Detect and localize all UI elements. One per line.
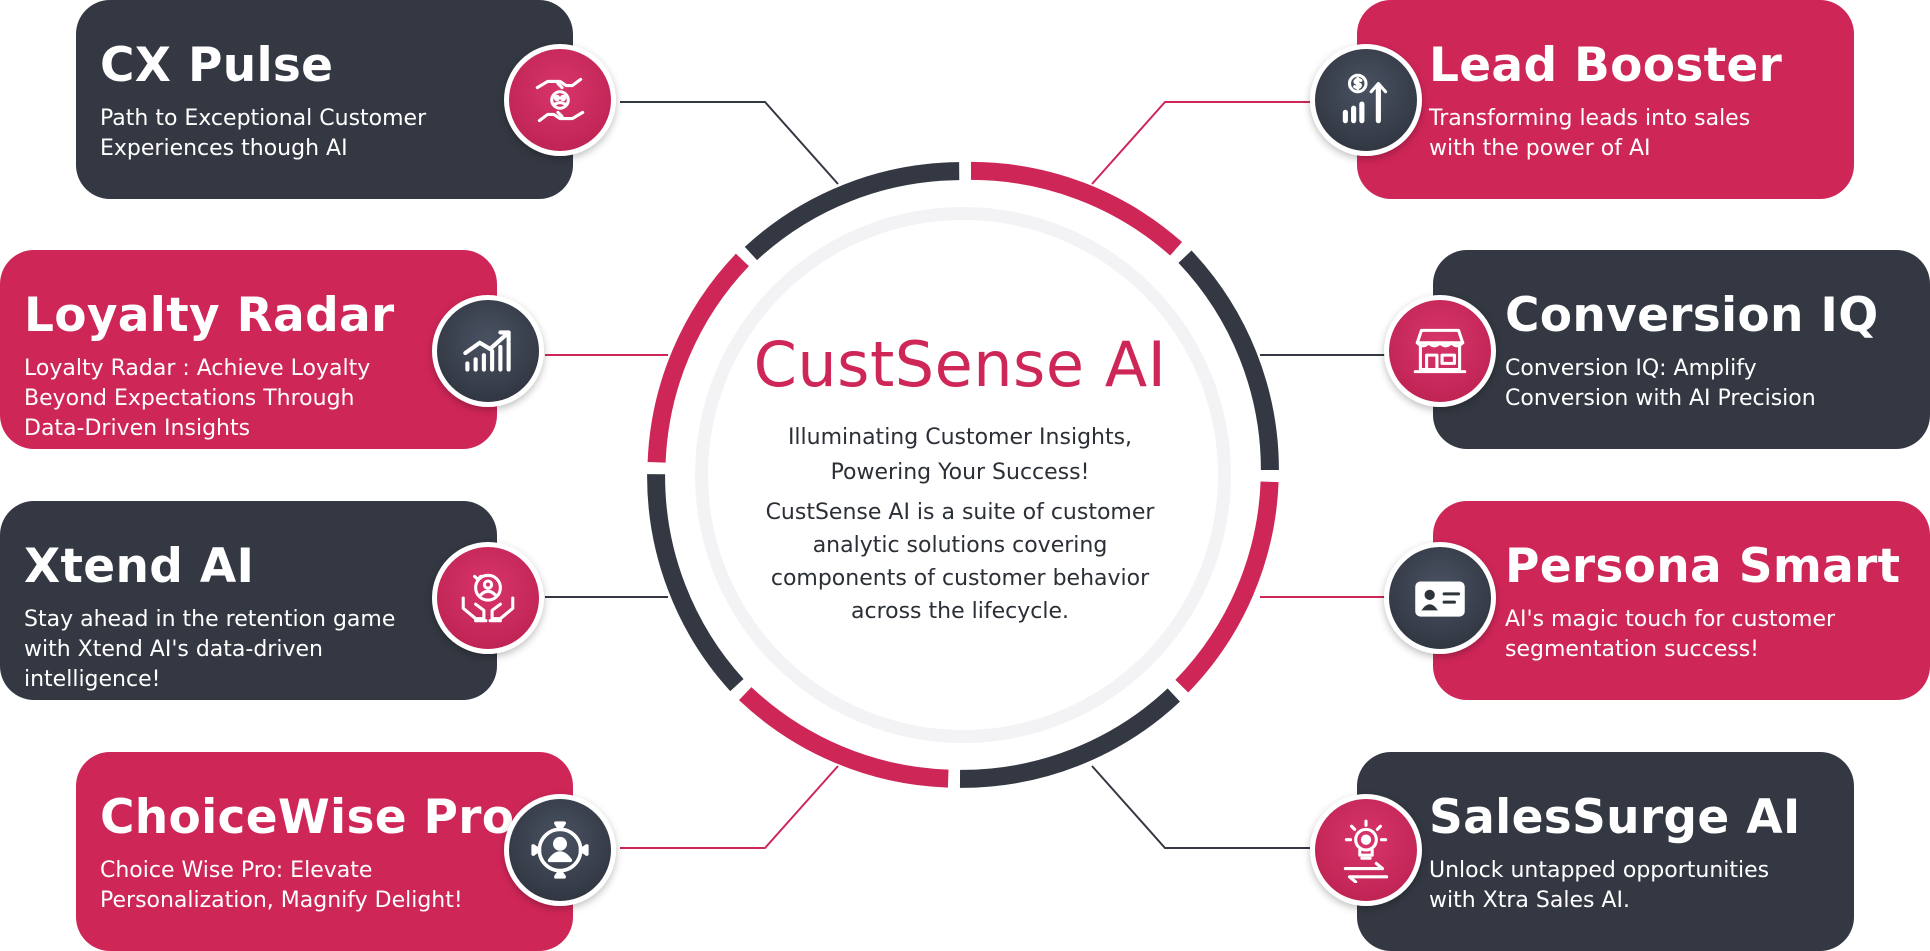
ring-segment <box>1178 250 1279 471</box>
center-description: CustSense AI is a suite of customer anal… <box>765 500 1155 624</box>
card-description: Stay ahead in the retention game with Xt… <box>24 607 396 692</box>
retention-hands-icon <box>432 542 544 654</box>
bulb-gear-icon <box>1310 794 1422 906</box>
card-title: Conversion IQ <box>1505 288 1879 343</box>
center-tagline: Illuminating Customer Insights, Powering… <box>787 425 1133 485</box>
ring-segment <box>744 162 960 261</box>
target-person-icon <box>504 794 616 906</box>
card-description: Unlock untapped opportunities with Xtra … <box>1429 858 1770 913</box>
ring-segment <box>1175 481 1279 693</box>
growth-chart-icon <box>432 295 544 407</box>
card-cx-pulse[interactable]: CX Pulse Path to Exceptional Customer Ex… <box>76 0 573 199</box>
card-description: Choice Wise Pro: Elevate Personalization… <box>100 858 463 913</box>
hands-people-icon <box>504 44 616 156</box>
id-card-icon <box>1384 542 1496 654</box>
ring-segment <box>647 253 749 463</box>
card-description: Loyalty Radar : Achieve Loyalty Beyond E… <box>24 356 371 441</box>
card-description: Path to Exceptional Customer Experiences… <box>100 106 427 161</box>
inner-circle <box>708 220 1218 730</box>
card-salessurge-ai[interactable]: SalesSurge AI Unlock untapped opportunit… <box>1357 752 1854 951</box>
center-title: CustSense AI <box>753 328 1167 401</box>
ring-segment <box>647 474 744 692</box>
card-choicewise-pro[interactable]: ChoiceWise Pro Choice Wise Pro: Elevate … <box>76 752 573 951</box>
card-title: Persona Smart <box>1505 539 1901 594</box>
ring-segment <box>970 161 1183 256</box>
card-conversion-iq[interactable]: Conversion IQ Conversion IQ: Amplify Con… <box>1433 250 1930 449</box>
card-description: Conversion IQ: Amplify Conversion with A… <box>1505 356 1816 411</box>
ring-segment <box>739 687 949 788</box>
dollar-growth-icon <box>1310 44 1422 156</box>
ring-segment <box>959 688 1180 788</box>
connector-salessurge-ai <box>1091 765 1310 849</box>
connector-lead-booster <box>1091 101 1310 185</box>
card-title: Lead Booster <box>1429 38 1783 93</box>
card-title: Loyalty Radar <box>24 288 395 343</box>
card-loyalty-radar[interactable]: Loyalty Radar Loyalty Radar : Achieve Lo… <box>0 250 497 449</box>
card-title: Xtend AI <box>24 539 255 594</box>
card-description: Transforming leads into sales with the p… <box>1429 106 1751 161</box>
center-hub: CustSense AI Illuminating Customer Insig… <box>700 180 1220 700</box>
card-lead-booster[interactable]: Lead Booster Transforming leads into sal… <box>1357 0 1854 199</box>
card-xtend-ai[interactable]: Xtend AI Stay ahead in the retention gam… <box>0 501 497 700</box>
card-title: SalesSurge AI <box>1429 790 1801 845</box>
connector-cx-pulse <box>620 101 839 185</box>
connector-choicewise-pro <box>620 765 839 849</box>
card-persona-smart[interactable]: Persona Smart AI's magic touch for custo… <box>1433 501 1930 700</box>
storefront-icon <box>1384 295 1496 407</box>
card-title: CX Pulse <box>100 38 334 93</box>
card-description: AI's magic touch for customer segmentati… <box>1505 607 1836 662</box>
card-title: ChoiceWise Pro <box>100 790 515 845</box>
